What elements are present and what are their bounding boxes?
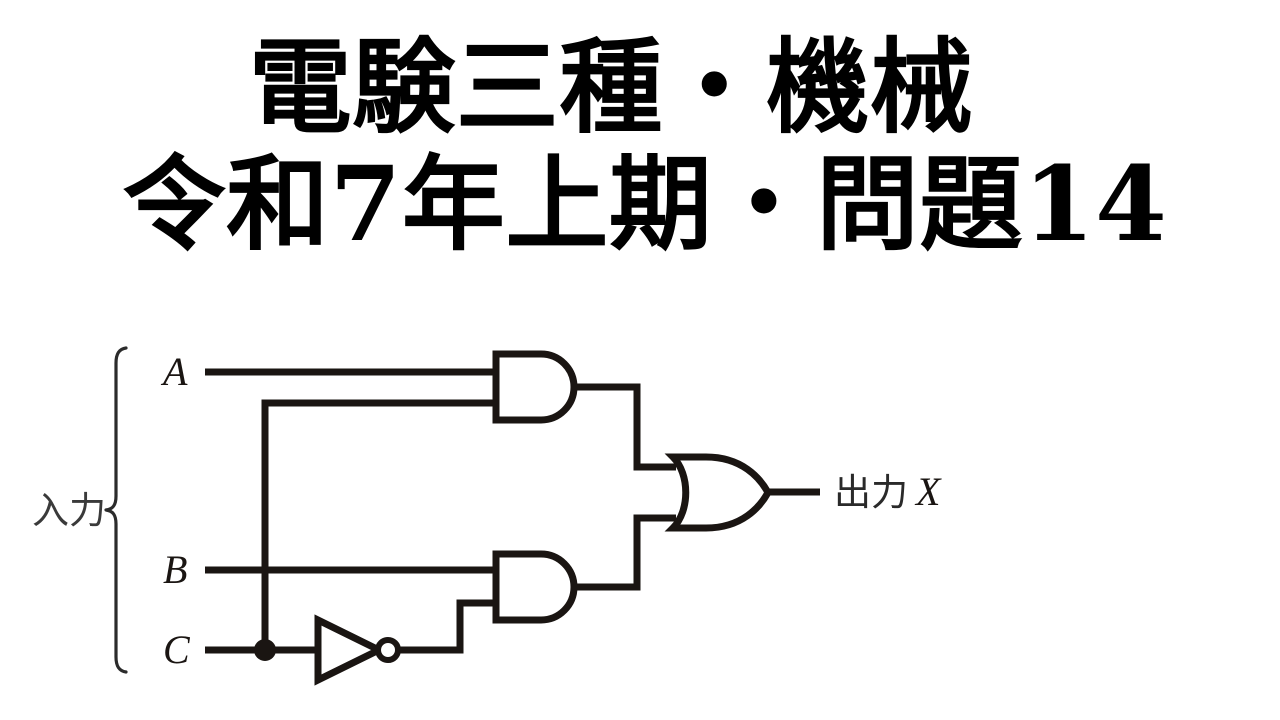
title-block: 電験三種・機械 令和7年上期・問題14 [0,34,1280,258]
wire-and2-to-or [577,514,676,591]
wire-not-to-and2 [398,599,496,654]
logic-circuit-diagram: 入力 A B C [0,332,1280,720]
wire-c-branch-to-and1 [261,399,496,650]
title-line-subject: 電験三種・機械 [248,27,974,148]
input-group-label: 入力 [32,489,106,532]
or-gate-body [664,453,772,532]
title-line-exam: 令和7年上期・問題14 [122,144,1168,266]
and-gate-2-body [492,550,578,624]
circuit-svg: 入力 A B C [32,346,942,686]
junction-dot-c [254,639,276,661]
input-brace [104,346,128,674]
not-gate-body [314,614,387,686]
input-label-a: A [160,349,188,394]
input-label-c: C [163,627,191,672]
wire-and1-to-or [577,383,676,471]
output-label-variable: X [914,469,942,514]
and-gate-1-body [492,350,578,424]
input-label-b: B [163,547,187,592]
not-gate-bubble [375,637,401,663]
output-label-jp: 出力 [834,471,908,514]
